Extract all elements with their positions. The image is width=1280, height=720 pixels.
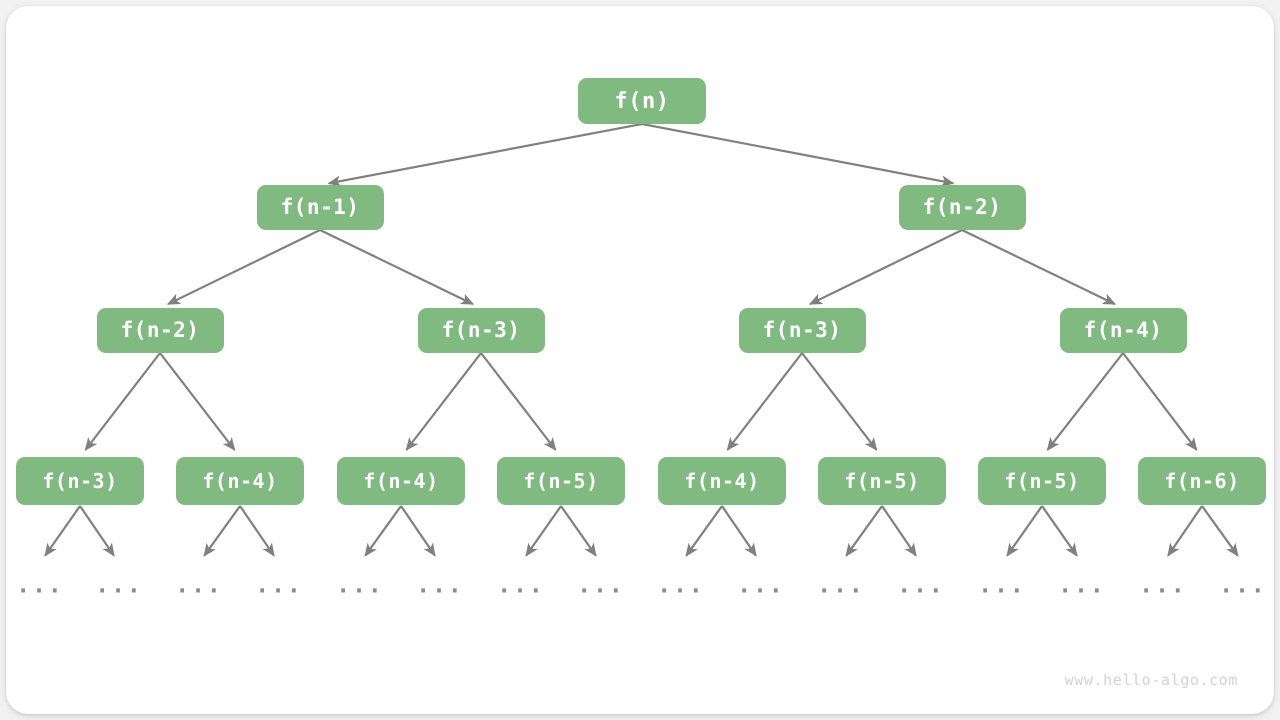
ellipsis-marker-1: ...: [95, 572, 143, 599]
ellipsis-marker-5: ...: [416, 572, 464, 599]
ellipsis-marker-4: ...: [336, 572, 384, 599]
tree-edge: [1122, 352, 1198, 451]
watermark-label: www.hello-algo.com: [1064, 671, 1238, 689]
tree-edge: [961, 229, 1117, 306]
tree-edge: [1041, 505, 1078, 557]
ellipsis-marker-11: ...: [897, 572, 945, 599]
tree-node-level-2-2[interactable]: f(n-3): [738, 307, 866, 353]
tree-edge: [166, 229, 321, 306]
tree-node-level-2-0[interactable]: f(n-2): [96, 307, 224, 353]
tree-edge: [203, 505, 241, 557]
ellipsis-marker-8: ...: [657, 572, 705, 599]
tree-edge: [84, 352, 161, 451]
tree-node-level-0-0[interactable]: f(n): [578, 78, 706, 124]
tree-edge: [1201, 505, 1239, 557]
tree-edge: [801, 352, 878, 451]
tree-edge: [881, 505, 917, 557]
ellipsis-marker-3: ...: [255, 572, 303, 599]
tree-edge: [525, 505, 562, 557]
tree-node-level-2-3[interactable]: f(n-4): [1059, 307, 1187, 353]
ellipsis-marker-12: ...: [978, 572, 1026, 599]
tree-edge: [405, 352, 482, 451]
tree-edge: [726, 352, 803, 451]
tree-node-level-3-4[interactable]: f(n-4): [658, 457, 786, 505]
tree-node-level-3-2[interactable]: f(n-4): [337, 457, 465, 505]
tree-edge: [808, 229, 963, 306]
ellipsis-marker-0: ...: [16, 572, 64, 599]
tree-node-level-1-1[interactable]: f(n-2): [898, 184, 1026, 230]
tree-edge: [685, 505, 723, 557]
tree-edge: [1167, 505, 1203, 557]
tree-node-level-3-3[interactable]: f(n-5): [497, 457, 625, 505]
ellipsis-marker-7: ...: [577, 572, 625, 599]
tree-edge: [400, 505, 436, 557]
tree-edge: [560, 505, 597, 557]
ellipsis-marker-2: ...: [175, 572, 223, 599]
tree-node-level-3-7[interactable]: f(n-6): [1138, 457, 1266, 505]
ellipsis-marker-6: ...: [497, 572, 545, 599]
tree-node-level-2-1[interactable]: f(n-3): [417, 307, 545, 353]
tree-edge: [327, 122, 643, 187]
tree-edge: [721, 505, 757, 557]
tree-node-level-1-0[interactable]: f(n-1): [256, 184, 384, 230]
tree-edge: [845, 505, 883, 557]
tree-edge: [319, 229, 475, 306]
tree-edge: [480, 352, 557, 451]
tree-edge: [44, 505, 81, 557]
diagram-card: f(n) f(n-1) f(n-2) f(n-2) f(n-3) f(n-3) f(n-4)…: [6, 6, 1274, 714]
tree-node-level-3-5[interactable]: f(n-5): [818, 457, 946, 505]
tree-node-level-3-0[interactable]: f(n-3): [16, 457, 144, 505]
ellipsis-marker-13: ...: [1058, 572, 1106, 599]
ellipsis-marker-10: ...: [817, 572, 865, 599]
tree-edge: [1046, 352, 1124, 451]
tree-edge: [1006, 505, 1043, 557]
tree-node-level-3-6[interactable]: f(n-5): [978, 457, 1106, 505]
tree-edge: [641, 122, 955, 187]
tree-edge: [239, 505, 275, 557]
tree-edge: [159, 352, 236, 451]
tree-node-level-3-1[interactable]: f(n-4): [176, 457, 304, 505]
ellipsis-marker-14: ...: [1139, 572, 1187, 599]
tree-edge: [364, 505, 402, 557]
tree-edge: [79, 505, 115, 557]
ellipsis-marker-15: ...: [1219, 572, 1267, 599]
ellipsis-marker-9: ...: [737, 572, 785, 599]
